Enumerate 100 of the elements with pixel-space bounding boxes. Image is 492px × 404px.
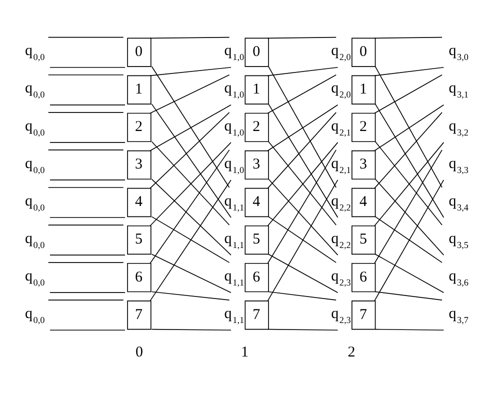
connector [268,66,336,188]
node-label: q$_{2,1}$ [331,118,351,137]
node-text: q$_{3,0}$ [448,42,468,62]
node-label: q$_{1,1}$ [224,268,244,287]
node-label: q$_{1,1}$ [224,192,244,212]
node-text: q$_{3,2}$ [448,118,468,137]
node-label: q$_{2,3}$ [331,268,351,287]
connector [374,253,444,292]
connector [48,299,124,300]
connector [267,104,338,151]
node-label: q$_{2,0}$ [331,80,351,100]
node-box: 5 [127,224,152,254]
connector [150,112,230,188]
connector [374,290,442,300]
connector [374,74,442,114]
connector [48,186,124,188]
node-box: 1 [352,74,376,104]
connector [267,112,336,188]
node-label: q$_{1,0}$ [224,118,244,137]
connector [50,329,126,330]
connector [150,74,230,114]
connector [151,66,230,188]
node-label: q$_{2,3}$ [331,305,351,324]
node-box: 1 [127,74,152,104]
node-box: 5 [244,224,269,254]
connector [374,104,444,151]
connector [151,253,232,292]
node-box: 6 [244,262,269,292]
connector [374,112,442,188]
node-text: q$_{3,6}$ [448,268,468,287]
node-box: 3 [244,150,269,180]
node-box: 5 [352,224,376,254]
node-box: 7 [127,300,152,330]
connector [50,179,126,180]
connector [374,66,444,76]
node-text: q$_{0,0}$ [24,230,45,250]
connector [151,103,232,218]
node-label: q$_{1,0}$ [224,155,244,174]
connector [374,149,442,264]
node-text: q$_{3,5}$ [448,230,468,250]
connector [150,149,230,264]
connector [48,36,124,38]
connector [50,104,126,105]
node-box: 3 [127,150,152,180]
connector [50,254,126,255]
node-label: q$_{1,0}$ [224,80,244,100]
node-text: q$_{0,0}$ [24,42,45,62]
connector [50,66,126,68]
connector [268,103,338,218]
node-label: q$_{1,1}$ [224,230,244,250]
connector [374,216,442,262]
node-text: q$_{0,0}$ [24,118,45,137]
node-box: 1 [244,74,269,104]
connector [374,103,444,218]
connector [374,178,444,255]
connector [374,36,442,38]
connector [48,74,124,75]
node-box: 2 [127,112,152,142]
connector [268,216,336,262]
node-box: 6 [127,262,152,292]
label: 1 [240,344,248,360]
connector [150,36,230,38]
connector [150,66,232,76]
node-box: 3 [352,150,376,180]
node-text: q$_{0,0}$ [24,155,45,174]
connector [268,328,338,330]
node-text: q$_{0,0}$ [24,192,45,212]
connector [50,216,126,218]
node-box: 2 [244,112,269,142]
label: 2 [348,344,356,360]
node-box: 0 [127,37,152,66]
connector [267,179,338,301]
connector [150,179,232,301]
node-box: 0 [352,37,376,66]
connector [267,66,338,76]
connector [268,290,336,300]
node-label: q$_{2,0}$ [331,42,351,62]
label: 0 [135,344,143,360]
connector [150,104,232,151]
node-label: q$_{2,2}$ [331,230,351,250]
connector [151,178,232,255]
node-box: 4 [244,187,269,217]
node-label: q$_{1,1}$ [224,305,244,324]
connector [268,253,338,292]
node-box: 7 [352,300,376,330]
node-text: q$_{3,4}$ [448,192,468,212]
node-box: 0 [244,37,269,66]
connector [374,328,444,330]
node-label: q$_{2,1}$ [331,155,351,174]
connector [267,74,336,114]
node-box: 4 [127,187,152,217]
connector [268,178,338,255]
node-box: 7 [244,300,269,330]
node-text: q$_{0,0}$ [24,305,45,324]
connector [267,36,336,38]
node-box: 6 [352,262,376,292]
connector [267,149,336,264]
connector [48,149,124,150]
connector [374,66,442,188]
node-text: q$_{3,7}$ [448,305,468,324]
